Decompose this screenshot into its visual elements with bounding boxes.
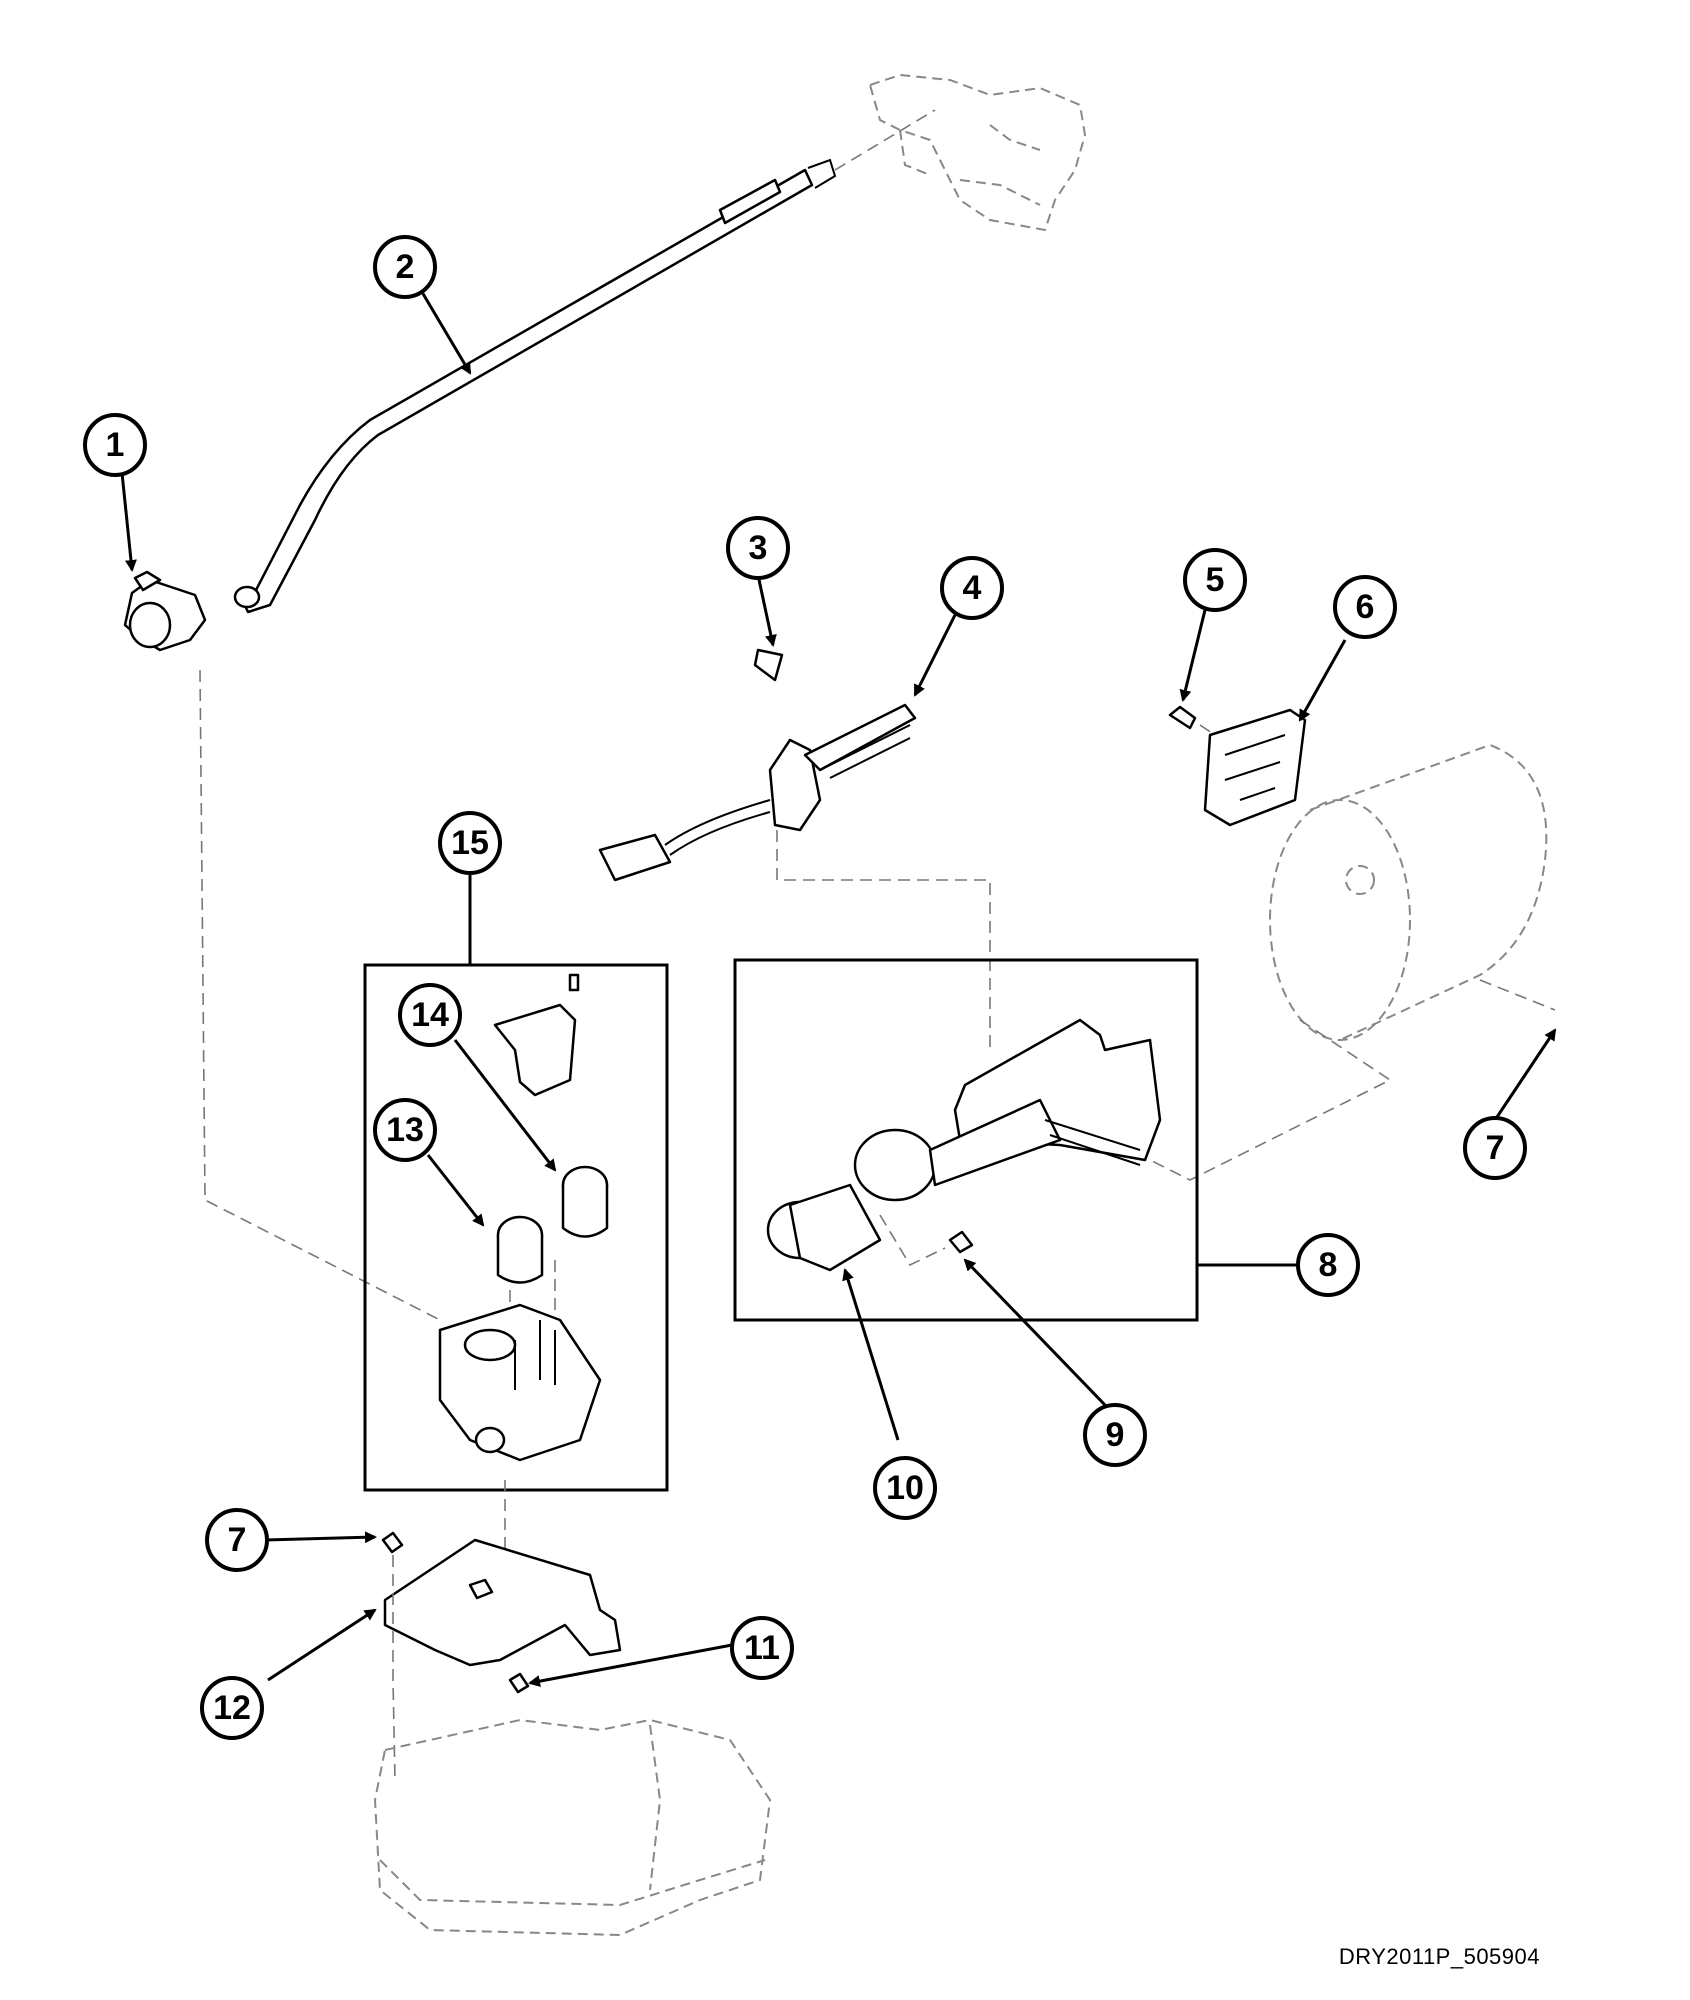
callout-6: 6 bbox=[1333, 575, 1397, 639]
callout-9: 9 bbox=[1083, 1403, 1147, 1467]
leader-arrows bbox=[120, 291, 1557, 1688]
callout-12-label: 12 bbox=[213, 1689, 251, 1727]
gas-pipe bbox=[233, 109, 936, 614]
callout-5: 5 bbox=[1183, 548, 1247, 612]
valve-box bbox=[363, 963, 669, 1492]
ghost-base-bottom bbox=[373, 1718, 772, 1937]
burner-box bbox=[733, 958, 1199, 1322]
callout-15: 15 bbox=[438, 811, 502, 875]
callout-13: 13 bbox=[373, 1098, 437, 1162]
ghost-bracket-top bbox=[868, 73, 1087, 232]
ghost-burner-housing bbox=[1109, 743, 1556, 1181]
reference-code: DRY2011P_505904 bbox=[1338, 1944, 1540, 1969]
igniter-assembly bbox=[598, 648, 1307, 1050]
callout-7: 7 bbox=[1463, 1116, 1527, 1180]
callout-5-label: 5 bbox=[1206, 561, 1225, 599]
callout-3-label: 3 bbox=[749, 529, 768, 567]
callout-11-label: 11 bbox=[744, 1629, 780, 1667]
callout-9-label: 9 bbox=[1106, 1416, 1125, 1454]
callout-10: 10 bbox=[873, 1456, 937, 1520]
callout-12: 12 bbox=[200, 1676, 264, 1740]
valve-bracket bbox=[381, 1531, 622, 1781]
shutoff-valve bbox=[123, 570, 441, 1321]
callout-14: 14 bbox=[398, 983, 462, 1047]
callout-14-label: 14 bbox=[411, 996, 449, 1034]
callout-2-label: 2 bbox=[396, 248, 415, 286]
callout-4: 4 bbox=[940, 556, 1004, 620]
callout-11: 11 bbox=[730, 1616, 794, 1680]
callout-3: 3 bbox=[726, 516, 790, 580]
callout-13-label: 13 bbox=[386, 1111, 424, 1149]
gas-valve-assembly bbox=[438, 973, 609, 1640]
callout-4-label: 4 bbox=[963, 569, 982, 607]
callout-1: 1 bbox=[83, 413, 147, 477]
burner-tube bbox=[766, 1018, 1162, 1272]
callout-2: 2 bbox=[373, 235, 437, 299]
callout-8-label: 8 bbox=[1319, 1246, 1338, 1284]
callout-8: 8 bbox=[1296, 1233, 1360, 1297]
callout-15-label: 15 bbox=[451, 824, 489, 862]
callout-10-label: 10 bbox=[886, 1469, 924, 1507]
callout-7-label: 7 bbox=[1486, 1129, 1505, 1167]
callout-7-lower: 7 bbox=[205, 1508, 269, 1572]
callout-6-label: 6 bbox=[1356, 588, 1375, 626]
callout-1-label: 1 bbox=[106, 426, 125, 464]
callout-7-lower-label: 7 bbox=[228, 1521, 247, 1559]
